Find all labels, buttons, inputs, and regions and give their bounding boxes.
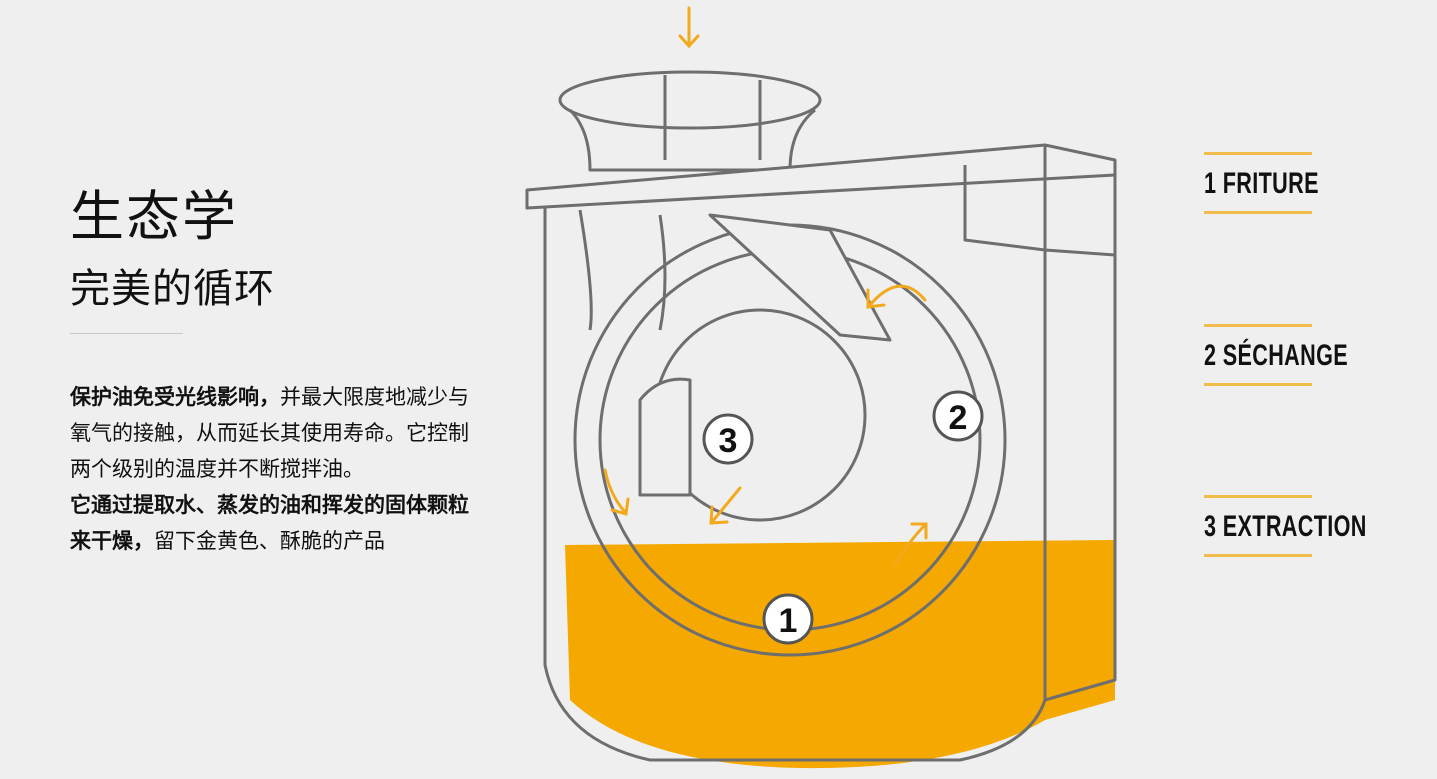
marker-3: 3 (702, 413, 754, 465)
svg-text:3: 3 (719, 422, 738, 460)
oil-fill (565, 540, 1115, 769)
svg-text:2: 2 (949, 399, 968, 437)
step-rule-bottom (1204, 211, 1312, 214)
description-p1: 并最大限度地减少与氧气的接触，从而延长其使用寿命。它控制两个级别的温度并不断搅拌… (70, 385, 469, 481)
marker-1: 1 (762, 593, 814, 645)
fryer-diagram: 1 2 3 (525, 6, 1117, 769)
step-sechange: 2 SÉCHANGE (1204, 324, 1349, 386)
step-rule-bottom (1204, 554, 1312, 557)
step-friture: 1 FRITURE (1204, 152, 1319, 214)
description: 保护油免受光线影响，并最大限度地减少与氧气的接触，从而延长其使用寿命。它控制两个… (70, 379, 480, 559)
page-subtitle: 完美的循环 (70, 266, 275, 312)
description-p2-bold: 它通过提取水、蒸发的油和挥发的固体颗粒来干燥， (70, 493, 469, 553)
step-extraction: 3 EXTRACTION (1204, 495, 1367, 557)
svg-text:1: 1 (779, 602, 798, 640)
description-p1-bold: 保护油免受光线影响， (70, 385, 280, 409)
step-label: 1 FRITURE (1204, 167, 1319, 200)
page-title: 生态学 (70, 185, 238, 248)
description-p2: 留下金黄色、酥脆的产品 (154, 529, 385, 553)
step-label: 2 SÉCHANGE (1204, 339, 1349, 372)
divider (70, 333, 183, 334)
marker-2: 2 (932, 390, 984, 442)
step-rule-bottom (1204, 383, 1312, 386)
step-rule-top (1204, 495, 1312, 498)
step-rule-top (1204, 324, 1312, 327)
step-rule-top (1204, 152, 1312, 155)
step-label: 3 EXTRACTION (1204, 510, 1367, 543)
